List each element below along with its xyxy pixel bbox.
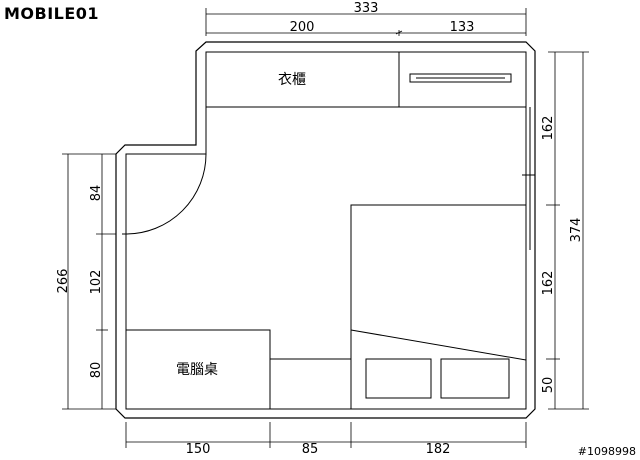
wardrobe: 衣櫃 xyxy=(205,51,527,108)
dim-right-upper: 162 xyxy=(541,116,556,141)
room-outer-wall xyxy=(115,41,536,419)
dim-bottom-right: 182 xyxy=(426,442,451,457)
bed-drawer-left xyxy=(365,358,432,399)
dim-bottom-middle: 85 xyxy=(302,442,319,457)
wardrobe-label: 衣櫃 xyxy=(278,72,306,88)
dim-top-right: 133 xyxy=(450,20,475,35)
dim-right-total: 374 xyxy=(569,218,584,243)
watermark: #1098998 xyxy=(578,445,636,458)
door-swing xyxy=(122,153,207,235)
dim-left-total: 266 xyxy=(56,269,71,294)
bed xyxy=(350,204,527,409)
computer-desk: 電腦桌 xyxy=(125,329,271,410)
desk-label: 電腦桌 xyxy=(176,362,218,378)
logo: MOBILE01 xyxy=(4,4,99,23)
dim-left-upper: 84 xyxy=(89,185,104,202)
wardrobe-shelf xyxy=(409,73,512,83)
logo-text: MOBILE01 xyxy=(4,4,99,23)
dim-bottom-left: 150 xyxy=(186,442,211,457)
dim-left-middle: 102 xyxy=(89,270,104,295)
window-marks xyxy=(522,107,535,250)
dim-top-total: 333 xyxy=(354,1,379,16)
dim-top-left: 200 xyxy=(290,20,315,35)
dimension-lines xyxy=(62,8,589,448)
dim-right-middle: 162 xyxy=(541,271,556,296)
dim-left-lower: 80 xyxy=(89,362,104,379)
room-inner-wall xyxy=(125,51,527,410)
dim-right-lower: 50 xyxy=(541,377,556,394)
bed-drawer-right xyxy=(440,358,510,399)
